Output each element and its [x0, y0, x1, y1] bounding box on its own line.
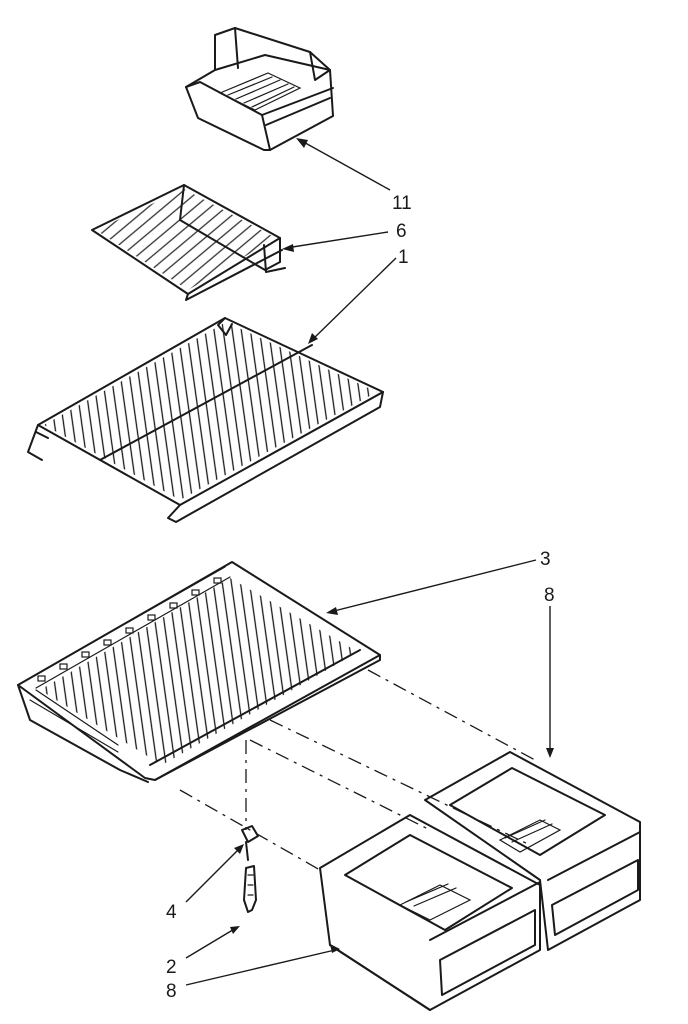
callout-1: 1 — [398, 247, 409, 268]
callout-3: 3 — [540, 549, 551, 570]
large-wire-shelf-part — [27, 317, 384, 523]
cover-slot-row — [37, 577, 222, 682]
crisper-drawers-part — [319, 751, 641, 1011]
callout-8-bottom: 8 — [166, 981, 177, 1002]
callout-6: 6 — [396, 221, 407, 242]
crisper-cover-shelf-part — [17, 561, 381, 783]
callout-labels: 11 6 1 3 8 4 2 8 — [166, 193, 555, 1002]
callout-2: 2 — [166, 957, 177, 978]
small-wire-shelf-part — [91, 184, 286, 301]
callout-8-top: 8 — [544, 585, 555, 606]
door-bin-part — [185, 27, 334, 151]
callout-4: 4 — [166, 902, 177, 923]
alignment-lines — [179, 669, 536, 871]
support-post-part — [243, 865, 257, 913]
callout-11: 11 — [392, 193, 412, 214]
callout-leaders — [185, 138, 554, 986]
support-knob-part — [241, 825, 259, 861]
